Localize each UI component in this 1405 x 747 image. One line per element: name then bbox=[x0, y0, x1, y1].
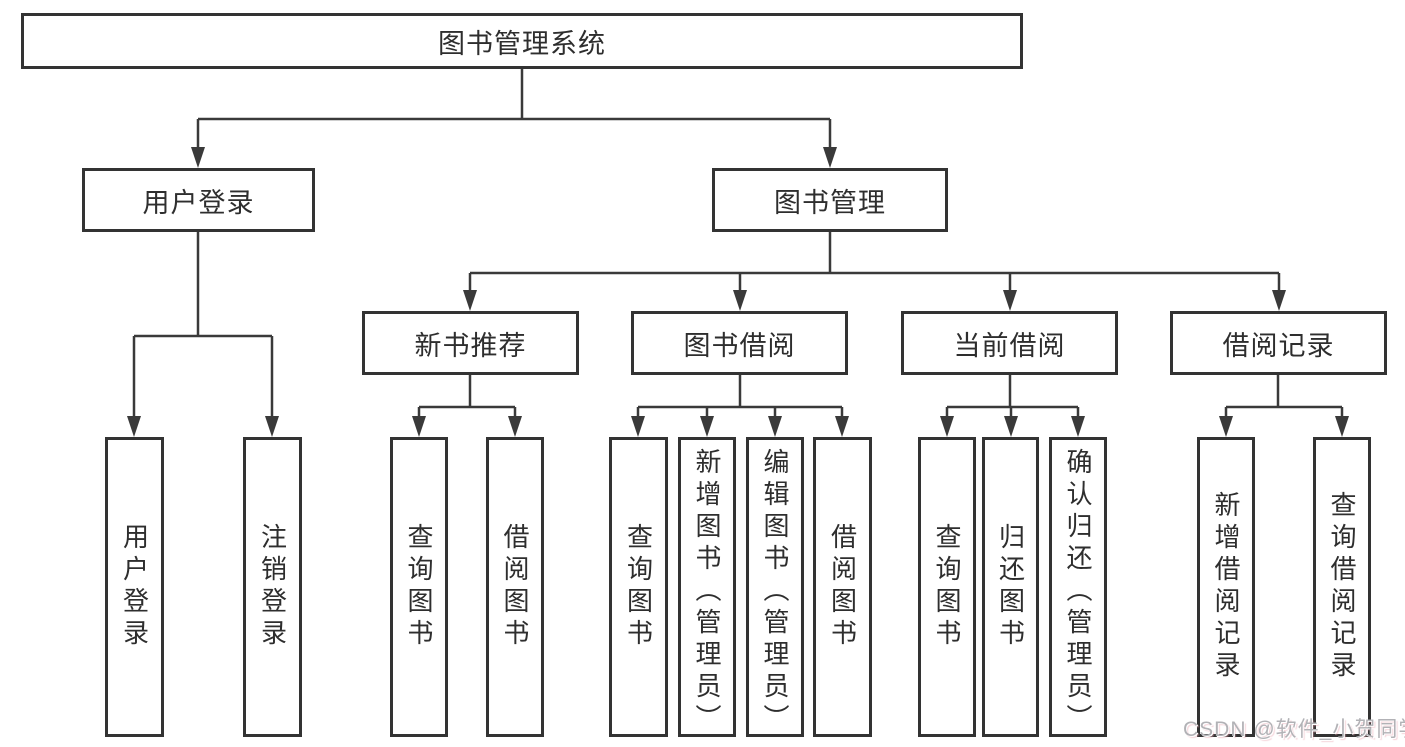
node-root-library-system: 图书管理系统 bbox=[21, 13, 1023, 69]
arrowhead-down-icon bbox=[835, 416, 849, 437]
connector-currentborrow-to-leaves bbox=[940, 375, 1085, 437]
leaf-return-books: 归还图书 bbox=[982, 437, 1039, 737]
connector-userlogin-to-leaves bbox=[127, 232, 279, 437]
arrowhead-down-icon bbox=[1071, 416, 1085, 437]
arrowhead-down-icon bbox=[1272, 290, 1286, 311]
leaf-query-books-current: 查询图书 bbox=[918, 437, 976, 737]
arrowhead-down-icon bbox=[1003, 290, 1017, 311]
leaf-edit-books-admin: 编辑图书（管理员） bbox=[746, 437, 804, 737]
arrowhead-down-icon bbox=[940, 416, 954, 437]
leaf-logout: 注销登录 bbox=[243, 437, 302, 737]
node-user-login-module: 用户登录 bbox=[82, 168, 315, 232]
leaf-query-books-borrow: 查询图书 bbox=[609, 437, 668, 737]
arrowhead-down-icon bbox=[768, 416, 782, 437]
leaf-borrow-books-recommend: 借阅图书 bbox=[486, 437, 544, 737]
leaf-query-books-recommend: 查询图书 bbox=[390, 437, 448, 737]
arrowhead-down-icon bbox=[823, 147, 837, 168]
arrowhead-down-icon bbox=[508, 416, 522, 437]
leaf-borrow-books: 借阅图书 bbox=[813, 437, 872, 737]
arrowhead-down-icon bbox=[1219, 416, 1233, 437]
connector-records-to-leaves bbox=[1219, 375, 1349, 437]
connector-bookborrow-to-leaves bbox=[631, 375, 849, 437]
node-book-management-module: 图书管理 bbox=[712, 168, 948, 232]
arrowhead-down-icon bbox=[191, 147, 205, 168]
arrowhead-down-icon bbox=[631, 416, 645, 437]
node-book-borrow: 图书借阅 bbox=[631, 311, 848, 375]
arrowhead-down-icon bbox=[1004, 416, 1018, 437]
connector-bookmgmt-to-level3 bbox=[463, 232, 1286, 311]
node-current-borrow: 当前借阅 bbox=[901, 311, 1118, 375]
arrowhead-down-icon bbox=[700, 416, 714, 437]
arrowhead-down-icon bbox=[265, 416, 279, 437]
arrowhead-down-icon bbox=[1335, 416, 1349, 437]
leaf-user-login: 用户登录 bbox=[105, 437, 164, 737]
leaf-confirm-return-admin: 确认归还（管理员） bbox=[1049, 437, 1107, 737]
arrowhead-down-icon bbox=[733, 290, 747, 311]
arrowhead-down-icon bbox=[412, 416, 426, 437]
node-borrow-records: 借阅记录 bbox=[1170, 311, 1387, 375]
arrowhead-down-icon bbox=[127, 416, 141, 437]
arrowhead-down-icon bbox=[463, 290, 477, 311]
connector-recommend-to-leaves bbox=[412, 375, 522, 437]
connector-root-to-level2 bbox=[191, 69, 837, 168]
leaf-add-books-admin: 新增图书（管理员） bbox=[678, 437, 736, 737]
node-new-book-recommend: 新书推荐 bbox=[362, 311, 579, 375]
leaf-add-borrow-record: 新增借阅记录 bbox=[1197, 437, 1255, 737]
csdn-watermark: CSDN @软件_小贺同学 bbox=[1183, 718, 1405, 741]
leaf-query-borrow-record: 查询借阅记录 bbox=[1313, 437, 1371, 737]
